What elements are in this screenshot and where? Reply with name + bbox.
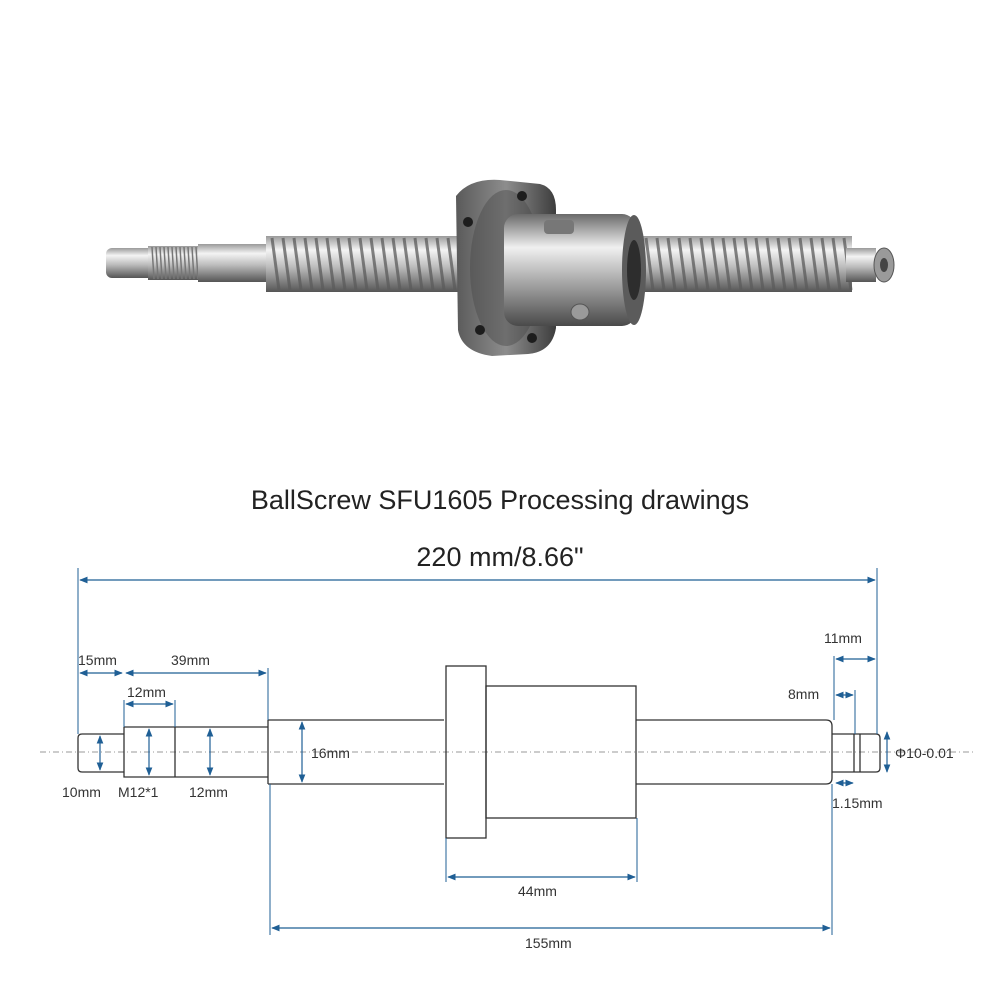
dim-155mm: 155mm xyxy=(525,935,572,951)
dim-16mm: 16mm xyxy=(311,745,350,761)
dim-m12: M12*1 xyxy=(118,784,159,800)
dim-44mm: 44mm xyxy=(518,883,557,899)
dimension-labels: 15mm 39mm 12mm 11mm 8mm 16mm 10mm M12*1 … xyxy=(62,630,954,951)
drawing-title: BallScrew SFU1605 Processing drawings xyxy=(250,485,750,515)
dim-12mm-top: 12mm xyxy=(127,684,166,700)
extension-lines xyxy=(77,568,878,935)
dim-15mm: 15mm xyxy=(78,652,117,668)
dim-39mm: 39mm xyxy=(171,652,210,668)
dim-1-15mm: 1.15mm xyxy=(832,795,883,811)
right-shaft xyxy=(846,247,895,283)
dim-12mm-bottom: 12mm xyxy=(189,784,228,800)
dim-11mm: 11mm xyxy=(824,630,862,646)
dimension-arrows xyxy=(79,576,891,932)
ball-screw-photo xyxy=(106,179,895,356)
shaft-outline xyxy=(77,665,881,839)
dim-phi10: Φ10-0.01 xyxy=(895,745,954,761)
total-length-label: 220 mm/8.66" xyxy=(416,542,584,572)
dim-8mm: 8mm xyxy=(788,686,819,702)
left-shaft xyxy=(106,244,270,282)
dim-10mm: 10mm xyxy=(62,784,101,800)
nut-body xyxy=(504,214,646,326)
